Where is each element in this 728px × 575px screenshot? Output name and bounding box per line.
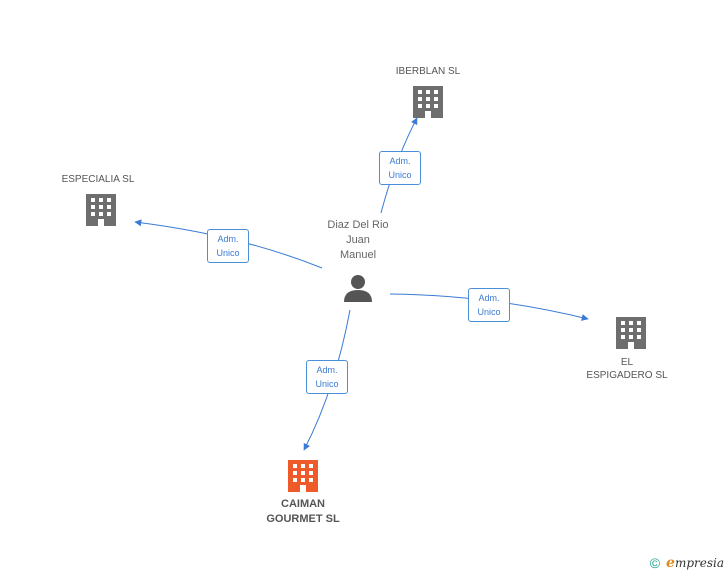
edge-label-iberblan-line2: Unico xyxy=(388,170,412,180)
edge-label-iberblan-line1: Adm. xyxy=(389,156,411,166)
building-icon-iberblan xyxy=(413,86,443,118)
person-name-line2: Juan xyxy=(346,234,370,246)
building-icon-espigadero xyxy=(616,317,646,349)
company-label-especialia[interactable]: ESPECIALIA SL xyxy=(61,174,135,185)
footer-brand: © empresia xyxy=(650,555,724,571)
company-label-espigadero-line2: ESPIGADERO SL xyxy=(586,370,668,381)
edge-label-caiman-line2: Unico xyxy=(315,379,339,389)
brand-logo[interactable]: empresia xyxy=(666,555,724,571)
person-name-line1: Diaz Del Rio xyxy=(327,219,389,231)
copyright-icon: © xyxy=(649,555,661,571)
person-icon xyxy=(344,275,372,302)
company-label-caiman-line2: GOURMET SL xyxy=(266,513,340,525)
brand-logo-e: e xyxy=(666,555,675,571)
person-name-line3: Manuel xyxy=(339,249,377,261)
company-label-caiman-line1: CAIMAN xyxy=(281,498,325,510)
edge-label-caiman[interactable]: Adm. Unico xyxy=(306,360,348,394)
person-name[interactable]: Diaz Del Rio Juan Manuel xyxy=(308,218,408,263)
brand-logo-rest: mpresia xyxy=(674,556,724,570)
edge-label-iberblan[interactable]: Adm. Unico xyxy=(379,151,421,185)
edge-label-espigadero[interactable]: Adm. Unico xyxy=(468,288,510,322)
edge-label-especialia[interactable]: Adm. Unico xyxy=(207,229,249,263)
building-icon-especialia xyxy=(86,194,116,226)
company-label-espigadero[interactable]: EL ESPIGADERO SL xyxy=(577,356,677,382)
edge-label-especialia-line2: Unico xyxy=(216,248,240,258)
company-label-iberblan[interactable]: IBERBLAN SL xyxy=(395,66,461,77)
company-label-caiman[interactable]: CAIMAN GOURMET SL xyxy=(248,497,358,527)
edge-label-especialia-line1: Adm. xyxy=(217,234,239,244)
company-label-espigadero-line1: EL xyxy=(620,357,634,368)
edge-label-espigadero-line1: Adm. xyxy=(478,293,500,303)
building-icon-caiman xyxy=(288,460,318,492)
edge-label-espigadero-line2: Unico xyxy=(477,307,501,317)
edge-label-caiman-line1: Adm. xyxy=(316,365,338,375)
